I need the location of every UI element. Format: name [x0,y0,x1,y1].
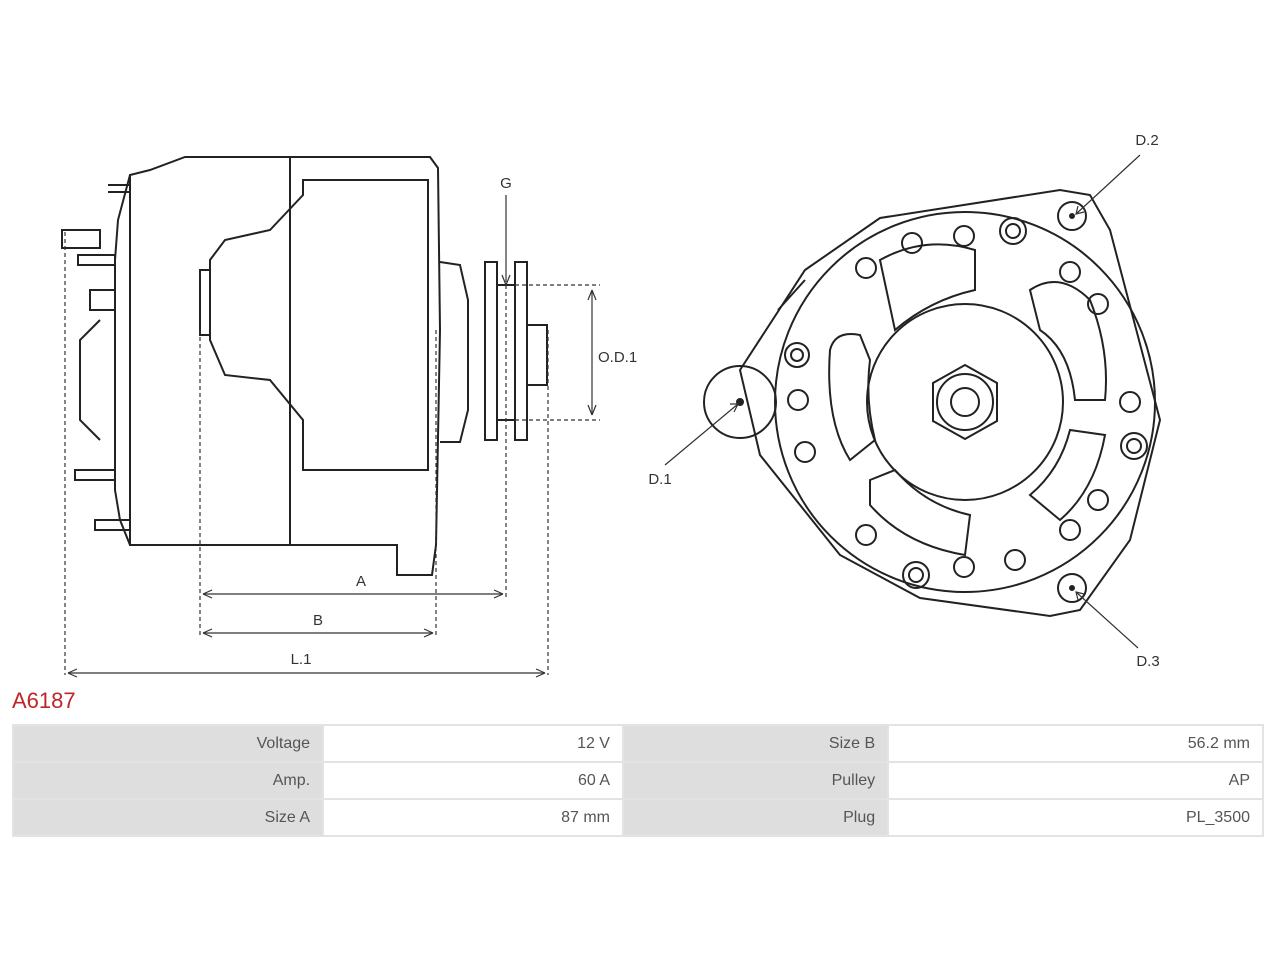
label-b: B [313,612,323,629]
label-d2: D.2 [1135,132,1158,149]
front-view [703,188,1162,618]
front-leaders [664,154,1141,649]
spec-row: Size A 87 mm Plug PL_3500 [14,800,1262,835]
label-l1: L.1 [291,651,312,668]
label-od1: O.D.1 [598,349,637,366]
spec-table: Voltage 12 V Size B 56.2 mm Amp. 60 A Pu… [12,724,1264,837]
spec-label: Voltage [14,726,323,761]
spec-value: PL_3500 [889,800,1262,835]
spec-row: Amp. 60 A Pulley AP [14,763,1262,798]
dimension-lines [64,195,600,678]
housing-holes [787,201,1141,603]
spec-value: 56.2 mm [889,726,1262,761]
spec-value: 12 V [324,726,622,761]
side-view [61,156,548,576]
label-g: G [500,175,512,192]
spec-value: 60 A [324,763,622,798]
spec-label: Size B [623,726,888,761]
spec-label: Plug [623,800,888,835]
spec-label: Amp. [14,763,323,798]
label-d1: D.1 [648,471,671,488]
spec-row: Voltage 12 V Size B 56.2 mm [14,726,1262,761]
dimension-text: G O.D.1 A B L.1 D.1 D.2 D.3 [291,132,1160,670]
alternator-drawing: G O.D.1 A B L.1 D.1 D.2 D.3 [61,132,1162,678]
spec-label: Pulley [623,763,888,798]
label-a: A [356,573,366,590]
label-d3: D.3 [1136,653,1159,670]
housing-screws [784,217,1148,589]
spec-value: 87 mm [324,800,622,835]
part-number: A6187 [12,688,76,713]
spec-label: Size A [14,800,323,835]
spec-value: AP [889,763,1262,798]
